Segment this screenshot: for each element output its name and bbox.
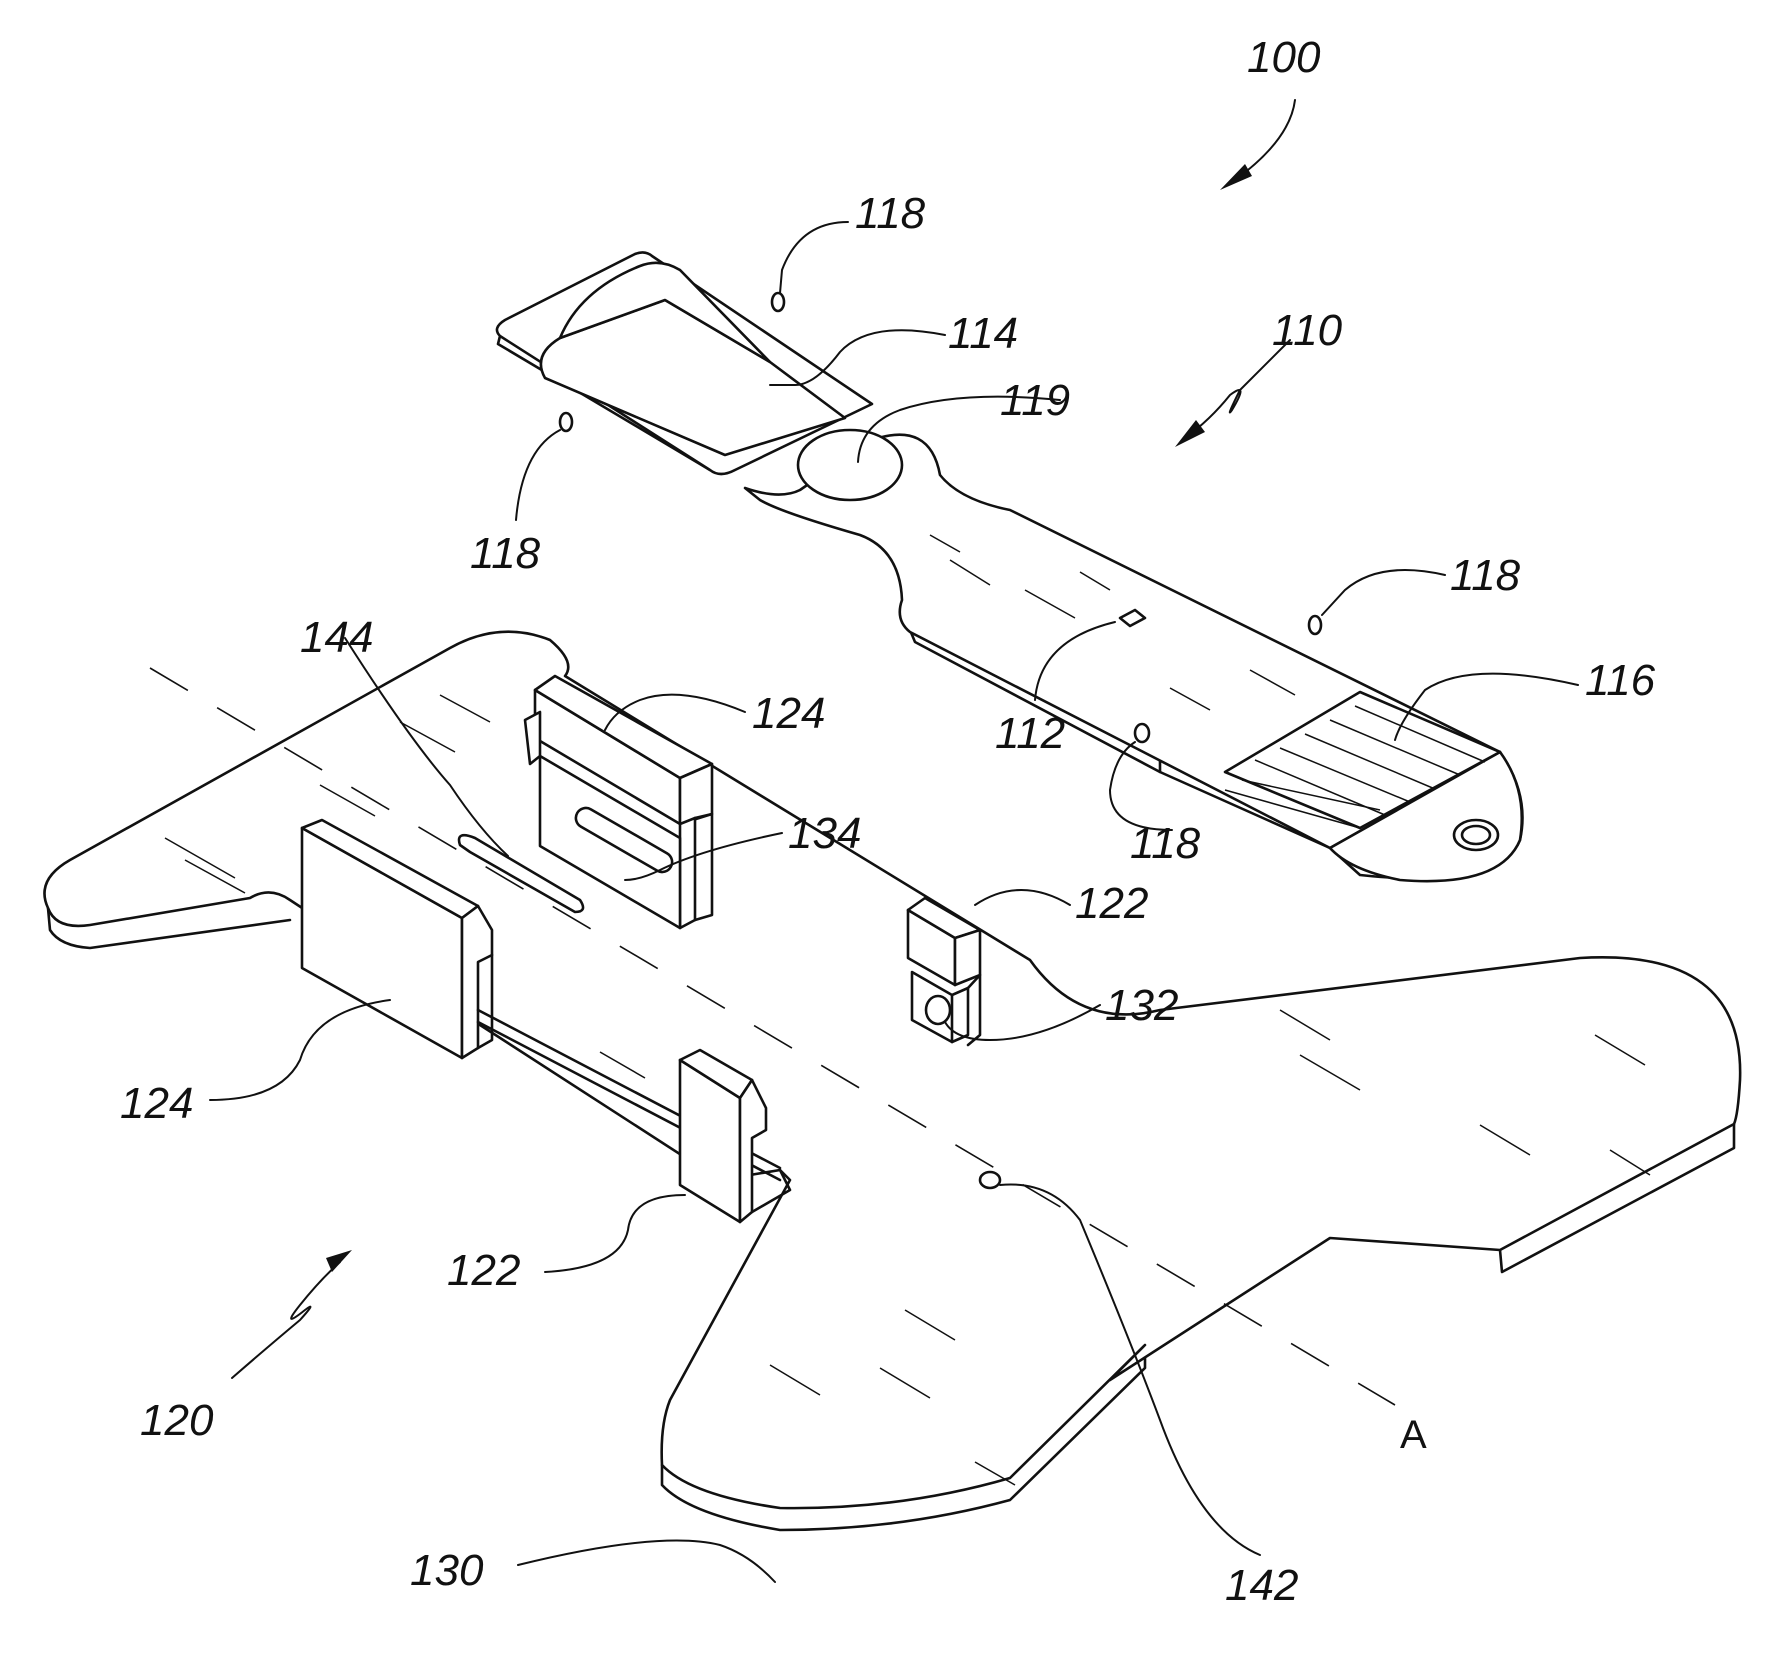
label-124-front: 124 [120, 1079, 193, 1128]
label-116: 116 [1585, 656, 1656, 705]
label-110: 110 [1272, 306, 1343, 355]
label-122-back: 122 [1075, 879, 1148, 928]
label-124-back: 124 [752, 689, 825, 738]
label-118-left: 118 [470, 529, 541, 578]
label-112: 112 [995, 709, 1065, 758]
label-120: 120 [140, 1396, 214, 1445]
label-144: 144 [300, 613, 373, 662]
label-119: 119 [1000, 376, 1070, 425]
label-130: 130 [410, 1546, 484, 1595]
label-132: 132 [1105, 981, 1178, 1030]
label-114: 114 [948, 309, 1018, 358]
label-118-right: 118 [1450, 551, 1521, 600]
label-142: 142 [1225, 1561, 1298, 1610]
label-118-bottom: 118 [1130, 819, 1201, 868]
label-134: 134 [788, 809, 861, 858]
label-axis-a: A [1400, 1413, 1427, 1457]
label-100: 100 [1247, 33, 1321, 82]
label-122-front: 122 [447, 1246, 520, 1295]
label-118-top: 118 [855, 189, 926, 238]
